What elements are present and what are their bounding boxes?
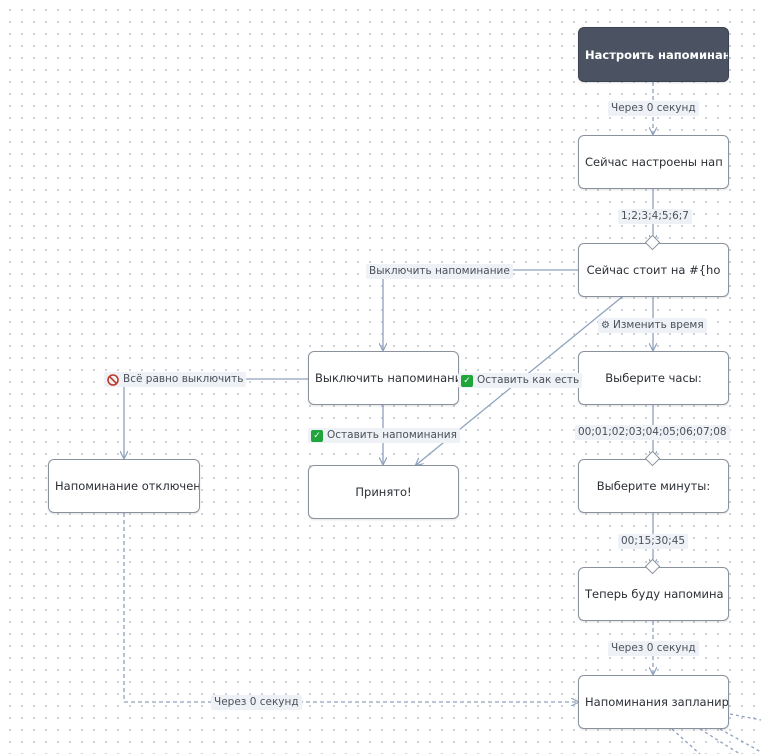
edge-label-keep-as-is-text: Оставить как есть bbox=[477, 374, 580, 386]
edge-label-delay-3-text: Через 0 секунд bbox=[214, 696, 299, 708]
node-now-remind-text: Теперь буду напомина bbox=[585, 587, 724, 601]
edge-label-delay-3[interactable]: Через 0 секунд bbox=[211, 695, 302, 710]
edge-label-hours-options[interactable]: 00;01;02;03;04;05;06;07;08 bbox=[575, 425, 730, 440]
edge-scheduled-out-2 bbox=[719, 728, 761, 753]
edge-label-hours-options-text: 00;01;02;03;04;05;06;07;08 bbox=[578, 426, 727, 438]
node-accepted-text: Принято! bbox=[355, 485, 412, 499]
edge-label-force-off-text: Всё равно выключить bbox=[123, 373, 244, 385]
edge-disable-to-disabled[interactable] bbox=[124, 378, 308, 458]
node-current[interactable]: Сейчас настроены нап bbox=[578, 135, 729, 189]
node-scheduled[interactable]: Напоминания запланир bbox=[578, 675, 729, 729]
node-minutes[interactable]: Выберите минуты: bbox=[578, 459, 729, 513]
edge-label-days-text: 1;2;3;4;5;6;7 bbox=[621, 210, 689, 222]
node-now-remind[interactable]: Теперь буду напомина bbox=[578, 567, 729, 621]
edge-label-change-time-text: Изменить время bbox=[612, 319, 704, 331]
edge-check-to-disable[interactable] bbox=[383, 269, 579, 350]
node-scheduled-text: Напоминания запланир bbox=[585, 695, 728, 709]
edge-label-turn-off-text: Выключить напоминание bbox=[369, 265, 510, 277]
checkmark-icon: ✓ bbox=[311, 429, 323, 442]
node-minutes-text: Выберите минуты: bbox=[596, 479, 711, 493]
edge-disabled-to-scheduled[interactable] bbox=[123, 513, 578, 702]
node-disable[interactable]: Выключить напоминани bbox=[308, 351, 459, 405]
node-disabled[interactable]: Напоминание отключен bbox=[48, 459, 200, 513]
node-start[interactable]: Настроить напоминани bbox=[578, 27, 729, 82]
edge-label-minutes-options-text: 00;15;30;45 bbox=[621, 535, 686, 547]
gear-icon: ⚙ bbox=[601, 320, 610, 331]
edge-label-keep-as-is[interactable]: ✓ Оставить как есть bbox=[458, 373, 583, 388]
node-current-text: Сейчас настроены нап bbox=[585, 155, 723, 169]
edge-scheduled-out-4 bbox=[699, 728, 741, 754]
node-check[interactable]: Сейчас стоит на #{ho bbox=[578, 243, 729, 297]
node-check-text: Сейчас стоит на #{ho bbox=[586, 263, 721, 277]
edge-label-delay-1[interactable]: Через 0 секунд bbox=[608, 101, 699, 116]
edge-label-delay-2-text: Через 0 секунд bbox=[611, 642, 696, 654]
node-disable-text: Выключить напоминани bbox=[315, 371, 458, 385]
edge-scheduled-out-3 bbox=[671, 728, 701, 754]
edge-label-minutes-options[interactable]: 00;15;30;45 bbox=[618, 534, 689, 549]
edge-scheduled-out-1 bbox=[729, 713, 761, 721]
edge-label-change-time[interactable]: ⚙ Изменить время bbox=[598, 318, 707, 333]
edge-label-keep-reminders[interactable]: ✓ Оставить напоминания bbox=[308, 428, 460, 443]
edge-label-delay-1-text: Через 0 секунд bbox=[611, 102, 696, 114]
node-disabled-text: Напоминание отключен bbox=[55, 479, 199, 493]
edge-label-keep-reminders-text: Оставить напоминания bbox=[327, 429, 457, 441]
node-start-text: Настроить напоминани bbox=[585, 47, 728, 62]
edge-label-turn-off[interactable]: Выключить напоминание bbox=[366, 264, 513, 279]
node-hours-text: Выберите часы: bbox=[605, 371, 702, 385]
node-accepted[interactable]: Принято! bbox=[308, 465, 459, 519]
edge-label-days[interactable]: 1;2;3;4;5;6;7 bbox=[618, 209, 692, 224]
edge-label-force-off[interactable]: Всё равно выключить bbox=[104, 372, 247, 387]
edge-label-delay-2[interactable]: Через 0 секунд bbox=[608, 641, 699, 656]
node-hours[interactable]: Выберите часы: bbox=[578, 351, 729, 405]
checkmark-icon: ✓ bbox=[461, 374, 473, 387]
forbidden-icon bbox=[107, 373, 119, 386]
